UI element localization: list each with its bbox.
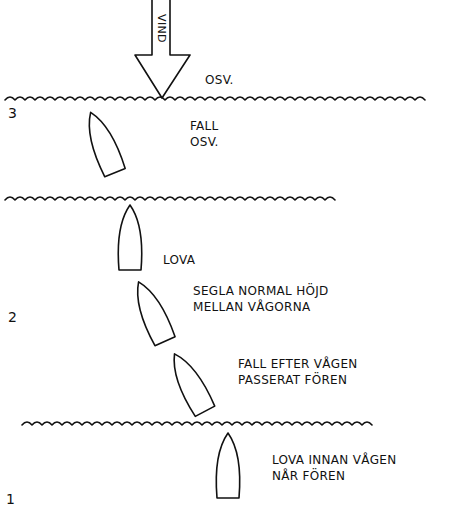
wave-line (5, 97, 425, 100)
wind-label: VIND (154, 8, 169, 48)
callout-number: 1 (6, 490, 26, 509)
boat-hull (216, 433, 240, 498)
callout-number: 2 (8, 308, 28, 327)
wind-arrow (135, 0, 190, 98)
instruction-text: LOVA (163, 252, 223, 268)
wave-line (5, 197, 335, 200)
callout-number: 3 (8, 104, 28, 123)
boat-hull (118, 205, 142, 270)
instruction-text: FALL EFTER VÅGEN PASSERAT FÖREN (238, 356, 376, 388)
boat-hull (164, 348, 215, 416)
boat-hull (128, 277, 176, 346)
wave-line (22, 422, 372, 425)
note-text: OSV. (205, 72, 255, 88)
instruction-text: FALL OSV. (190, 118, 238, 150)
instruction-text: SEGLA NORMAL HÖJD MELLAN VÅGORNA (193, 283, 343, 315)
boat-hull (80, 108, 126, 177)
instruction-text: LOVA INNAN VÅGEN NÅR FÖREN (272, 452, 400, 484)
